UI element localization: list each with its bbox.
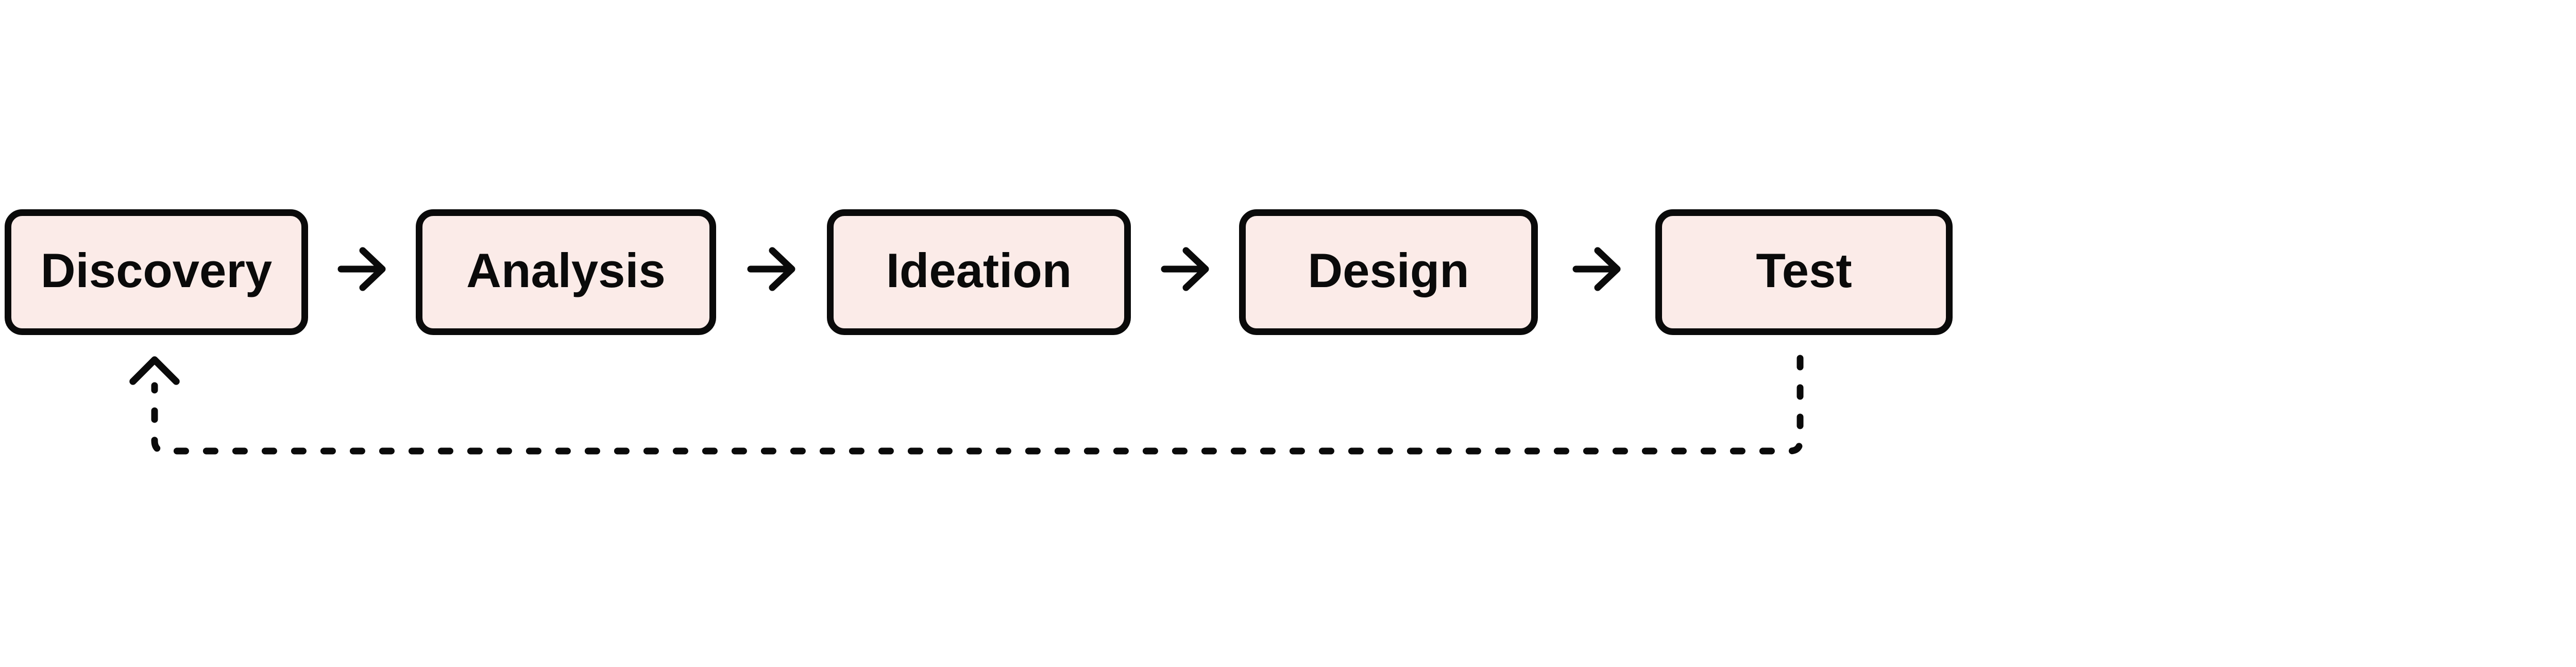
stage-test: Test — [1655, 209, 1953, 335]
stage-discovery-label: Discovery — [40, 243, 273, 297]
stage-analysis-label: Analysis — [466, 243, 666, 297]
arrow-right-icon — [747, 247, 795, 291]
stage-design: Design — [1239, 209, 1538, 335]
arrow-right-icon — [1161, 247, 1209, 291]
arrow-right-icon — [337, 247, 386, 291]
stage-design-label: Design — [1308, 243, 1469, 297]
stage-test-label: Test — [1756, 243, 1852, 297]
feedback-loop-dashed-arrow-icon — [129, 355, 1804, 455]
stage-ideation-label: Ideation — [886, 243, 1072, 297]
stage-ideation: Ideation — [827, 209, 1131, 335]
stage-analysis: Analysis — [416, 209, 716, 335]
stage-discovery: Discovery — [5, 209, 308, 335]
arrow-right-icon — [1572, 247, 1621, 291]
